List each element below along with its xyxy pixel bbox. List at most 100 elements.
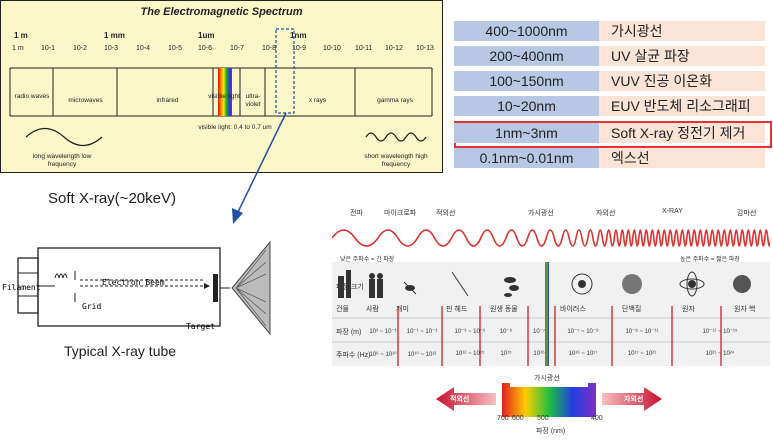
scale-1nm: 1nm	[290, 31, 307, 40]
ir-label: 적외선	[450, 396, 470, 403]
band-ultraviolet: ultra- violet	[245, 93, 261, 108]
object-label: 핀 헤드	[446, 306, 468, 313]
band-radio: radio waves	[14, 93, 50, 100]
visible-rainbow	[218, 68, 232, 116]
exponent-label: 10-1	[41, 45, 56, 52]
wavelength-value: 10⁻³ ~ 10⁻⁶	[454, 329, 486, 335]
tube-caption: Typical X-ray tube	[64, 343, 177, 359]
wave-top-label: 자외선	[596, 210, 616, 217]
row-hz-label: 주파수 (Hz)	[336, 352, 371, 359]
exponent-label: 10-4	[136, 45, 151, 52]
scale-1mm: 1 mm	[104, 31, 125, 40]
exponent-label: 10-7	[230, 45, 245, 52]
wavelength-value: 10⁻¹¹ ~ 10⁻¹⁵	[702, 329, 738, 335]
band-visible: visible light	[208, 93, 240, 100]
nm-tick: 400	[591, 415, 603, 422]
object-label: 원자 핵	[734, 306, 756, 313]
frequency-value: 10¹⁵	[500, 351, 512, 357]
scale-1m: 1 m	[14, 31, 28, 40]
wavelength-value: 10⁻¹ ~ 10⁻³	[406, 329, 438, 335]
frequency-value: 10⁶ ~ 10¹⁰	[369, 352, 397, 358]
visible-bar-label: 가시광선	[534, 375, 560, 382]
exponent-label: 10-12	[385, 45, 403, 52]
table-desc-cell: VUV 진공 이온화	[599, 71, 765, 91]
wavelength-value: 10⁻⁷	[532, 329, 545, 335]
uv-label: 자외선	[624, 396, 644, 403]
nm-axis-label: 파장 (nm)	[536, 428, 566, 435]
tube-grid-label: Grid	[82, 302, 102, 311]
frequency-value: 10²¹ ~ 10²⁴	[705, 351, 735, 357]
band-gamma: gamma rays	[377, 97, 413, 104]
wavelength-value: 10⁻⁸ ~ 10⁻¹¹	[625, 329, 659, 335]
wave-top-label: 가시광선	[528, 210, 554, 217]
em-spectrum-graphic	[9, 28, 433, 147]
exponent-label: 10-5	[168, 45, 183, 52]
object-label: 건물	[336, 306, 349, 313]
scale-1um: 1um	[198, 31, 215, 40]
nm-tick: 500	[537, 415, 549, 422]
table-range-cell: 400~1000nm	[454, 21, 599, 41]
tube-target-label: Target	[186, 322, 215, 331]
object-label: 단백질	[622, 306, 642, 313]
exponent-label: 10-6	[198, 45, 213, 52]
table-desc-cell: 가시광선	[599, 21, 765, 41]
object-label: 사람	[366, 306, 379, 313]
frequency-value: 10¹⁰ ~ 10¹²	[407, 352, 437, 358]
exponent-label: 10-10	[323, 45, 341, 52]
short-wave-note: short wavelength high frequency	[364, 153, 428, 168]
table-range-cell: 200~400nm	[454, 46, 599, 66]
table-desc-cell: Soft X-ray 정전기 제거	[599, 123, 765, 143]
exponent-label: 10-2	[73, 45, 88, 52]
wave-top-label: 마이크로파	[384, 210, 417, 217]
nm-tick: 600	[512, 415, 524, 422]
em-spectrum-title: The Electromagnetic Spectrum	[140, 6, 303, 18]
band-microwaves: microwaves	[68, 97, 103, 104]
frequency-value: 10¹⁶	[533, 351, 545, 357]
exponent-label: 10-3	[104, 45, 119, 52]
tube-filament-label: Filament	[2, 283, 41, 292]
exponent-label: 10-9	[292, 45, 307, 52]
frequency-value: 10¹² ~ 10¹⁵	[455, 351, 485, 357]
table-desc-cell: EUV 반도체 리소그래피	[599, 96, 765, 116]
table-desc-cell: 엑스선	[599, 148, 765, 168]
visible-note: visible light: 0.4 to 0.7 um	[198, 124, 272, 131]
wave-top-label: 감마선	[737, 210, 757, 217]
band-infrared: infrared	[156, 97, 179, 104]
soft-xray-dashed-box	[275, 28, 295, 114]
table-range-cell: 1nm~3nm	[454, 123, 599, 143]
table-range-cell: 0.1nm~0.01nm	[454, 148, 599, 168]
wave-graphic	[332, 229, 770, 247]
wave-table-lines	[332, 262, 770, 366]
uv-arrow	[602, 387, 662, 411]
exponent-label: 10-8	[262, 45, 277, 52]
xray-tube-diagram	[17, 240, 271, 336]
soft-xray-label: Soft X-ray(~20keV)	[48, 190, 176, 207]
exponent-label: 1 m	[12, 45, 24, 52]
table-range-cell: 100~150nm	[454, 71, 599, 91]
ir-arrow	[436, 387, 496, 411]
long-wave-note: long wavelength low frequency	[32, 153, 92, 168]
short-wave-icon	[365, 132, 427, 142]
long-wave-icon	[25, 127, 103, 147]
object-label: 원자	[682, 306, 695, 313]
wave-top-label: 적외선	[436, 210, 456, 217]
band-xrays: x rays	[308, 97, 327, 104]
frequency-value: 10¹⁶ ~ 10¹⁷	[568, 351, 598, 357]
right-note: 높은 주파수 = 짧은 파장	[680, 257, 740, 263]
wavelength-value: 10³ ~ 10⁻¹	[369, 329, 397, 335]
nm-tick: 700	[497, 415, 509, 422]
visible-gradient	[502, 383, 596, 417]
table-range-cell: 10~20nm	[454, 96, 599, 116]
object-label: 원생 동물	[490, 306, 518, 313]
wave-top-label: X-RAY	[662, 208, 683, 215]
wave-top-label: 전파	[350, 210, 363, 217]
frequency-value: 10¹⁷ ~ 10²¹	[627, 351, 657, 357]
visible-spectrum-bar	[436, 379, 662, 417]
wavelength-value: 10⁻⁷ ~ 10⁻⁸	[567, 329, 599, 335]
row-m-label: 파장 (m)	[336, 329, 362, 336]
object-label: 개미	[396, 306, 409, 313]
wavelength-value: 10⁻⁶	[499, 329, 513, 335]
left-note: 낮은 주파수 = 긴 파장	[340, 257, 395, 263]
exponent-label: 10-13	[416, 45, 434, 52]
